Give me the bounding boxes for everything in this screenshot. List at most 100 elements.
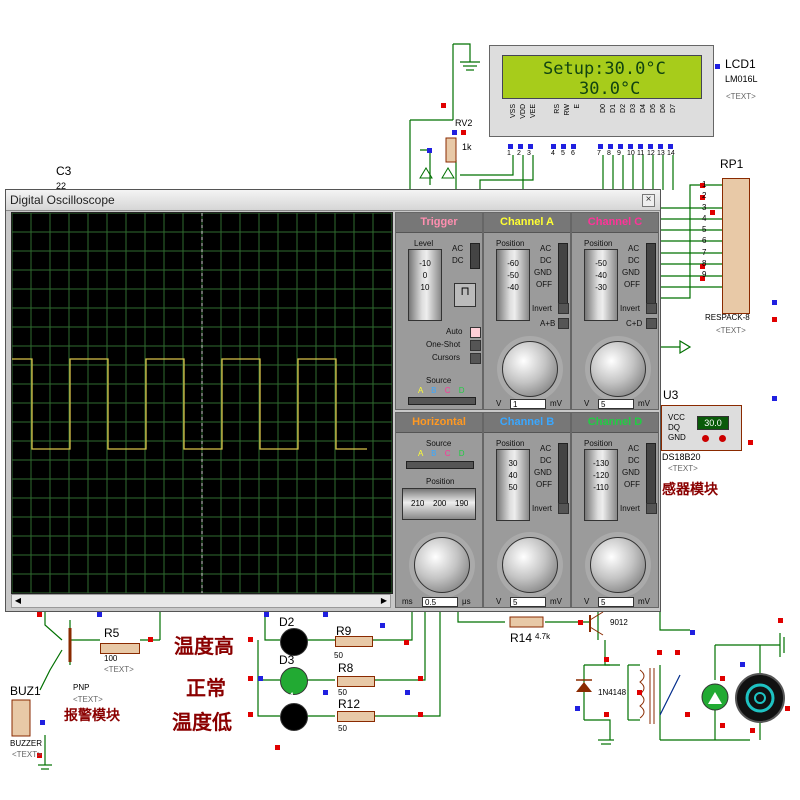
channel-b-volts-knob[interactable] [502, 537, 558, 593]
channel-a-coupling-slider[interactable] [558, 243, 568, 309]
channel-a-sum-toggle[interactable] [558, 318, 569, 329]
lcd-pin-number: 6 [571, 150, 575, 157]
sensor-module-label: 感器模块 [662, 482, 718, 498]
horizontal-scrollbar[interactable]: ◀ ▶ [11, 594, 391, 608]
trigger-source-label: Source [426, 376, 452, 385]
lcd-pin-label: VEE [530, 104, 537, 119]
one-shot-toggle[interactable] [470, 340, 481, 351]
source-d[interactable]: D [458, 386, 465, 395]
channel-d-coupling-slider[interactable] [646, 443, 656, 509]
channel-b-volts-input[interactable]: 5 [510, 597, 546, 607]
lcd-pin-label: D4 [640, 104, 647, 113]
trigger-dc[interactable]: DC [452, 256, 464, 265]
h-source-d[interactable]: D [458, 449, 465, 458]
channel-a-volts-input[interactable]: 1 [510, 399, 546, 409]
channel-d-invert-toggle[interactable] [646, 503, 657, 514]
lcd-module: Setup:30.0°C 30.0°C VSS VDD VEE RS RW E … [489, 45, 714, 137]
channel-c-volts-knob[interactable] [590, 341, 646, 397]
lcd-pin-number: 3 [527, 150, 531, 157]
channel-b-invert-toggle[interactable] [558, 503, 569, 514]
channel-c-off[interactable]: OFF [624, 280, 640, 289]
channel-c-ac[interactable]: AC [628, 244, 640, 253]
channel-b-off[interactable]: OFF [536, 480, 552, 489]
ds18b20-down-button[interactable] [702, 435, 709, 442]
horizontal-title: Horizontal [396, 413, 482, 433]
trigger-coupling-slider[interactable] [470, 243, 480, 269]
source-c[interactable]: C [444, 386, 451, 395]
trigger-level-drum[interactable]: -10 0 10 [408, 249, 442, 321]
pnp-text-tag: <TEXT> [73, 695, 103, 704]
channel-d-volts-input[interactable]: 5 [598, 597, 634, 607]
h-source-c[interactable]: C [444, 449, 451, 458]
channel-a-position-drum[interactable]: -60 -50 -40 [496, 249, 530, 321]
channel-a-invert-toggle[interactable] [558, 303, 569, 314]
horizontal-time-knob[interactable] [414, 537, 470, 593]
channel-c-sum-toggle[interactable] [646, 318, 657, 329]
alarm-module-label: 报警模块 [64, 708, 120, 724]
source-a[interactable]: A [418, 386, 423, 395]
lcd-pin-number: 4 [551, 150, 555, 157]
drum-value: -110 [593, 483, 609, 492]
channel-d-position-drum[interactable]: -130 -120 -110 [584, 449, 618, 521]
ds18b20-model: DS18B20 [662, 452, 701, 462]
channel-d-gnd[interactable]: GND [622, 468, 640, 477]
channel-d-volts-knob[interactable] [590, 537, 646, 593]
h-source-a[interactable]: A [418, 449, 423, 458]
channel-b-dc[interactable]: DC [540, 456, 552, 465]
channel-c-gnd[interactable]: GND [622, 268, 640, 277]
scroll-left-icon[interactable]: ◀ [14, 596, 22, 605]
horizontal-unit-right: μs [462, 597, 471, 606]
window-title-bar[interactable]: Digital Oscilloscope × [6, 190, 660, 211]
channel-c-dc[interactable]: DC [628, 256, 640, 265]
ds18b20-up-button[interactable] [719, 435, 726, 442]
close-icon[interactable]: × [642, 194, 655, 207]
horizontal-position-drum[interactable]: 210 200 190 [402, 488, 476, 520]
trigger-edge-icon[interactable]: ⊓ [454, 283, 476, 307]
buzzer-ref: BUZ1 [10, 684, 41, 698]
channel-d-dc[interactable]: DC [628, 456, 640, 465]
channel-a-gnd[interactable]: GND [534, 268, 552, 277]
c3-value: 22 [56, 181, 67, 191]
channel-b-position-drum[interactable]: 30 40 50 [496, 449, 530, 521]
horizontal-time-input[interactable]: 0.5 [422, 597, 458, 607]
channel-c-position-drum[interactable]: -50 -40 -30 [584, 249, 618, 321]
horizontal-position-label: Position [426, 477, 455, 486]
channel-d-off[interactable]: OFF [624, 480, 640, 489]
trigger-ac[interactable]: AC [452, 244, 464, 253]
u3-ref: U3 [663, 388, 679, 402]
led-d3 [280, 667, 308, 695]
channel-d-ac[interactable]: AC [628, 444, 640, 453]
channel-a-dc[interactable]: DC [540, 256, 552, 265]
source-b[interactable]: B [431, 386, 437, 395]
channel-a-off[interactable]: OFF [536, 280, 552, 289]
auto-toggle[interactable] [470, 327, 481, 338]
drum-value: -40 [595, 271, 607, 280]
lcd-pin-label: D3 [630, 104, 637, 113]
horizontal-source-slider[interactable] [406, 461, 474, 469]
channel-b-invert: Invert [532, 504, 553, 513]
rp1-pin: 9 [702, 270, 707, 280]
channel-c-position-label: Position [584, 239, 613, 248]
cursors-toggle[interactable] [470, 353, 481, 364]
channel-c-invert-toggle[interactable] [646, 303, 657, 314]
trigger-source-slider[interactable] [408, 397, 476, 405]
channel-a-ac[interactable]: AC [540, 244, 552, 253]
channel-c-volts-input[interactable]: 5 [598, 399, 634, 409]
scroll-right-icon[interactable]: ▶ [380, 596, 388, 605]
channel-b-ac[interactable]: AC [540, 444, 552, 453]
r9-ref: R9 [336, 624, 352, 638]
lcd-pin-number: 7 [597, 150, 601, 157]
channel-a-volts-knob[interactable] [502, 341, 558, 397]
lcd-pin-number: 13 [657, 150, 665, 157]
h-source-b[interactable]: B [431, 449, 437, 458]
channel-b-gnd[interactable]: GND [534, 468, 552, 477]
channel-b-coupling-slider[interactable] [558, 443, 568, 509]
r9-value: 50 [334, 651, 343, 660]
lcd-model: LM016L [725, 74, 758, 84]
trigger-title: Trigger [396, 213, 482, 233]
r9-body [335, 636, 373, 647]
lcd-pin-label: RS [554, 104, 561, 114]
horizontal-unit-left: ms [402, 597, 413, 606]
drum-value: 30 [508, 459, 518, 468]
channel-c-coupling-slider[interactable] [646, 243, 656, 309]
